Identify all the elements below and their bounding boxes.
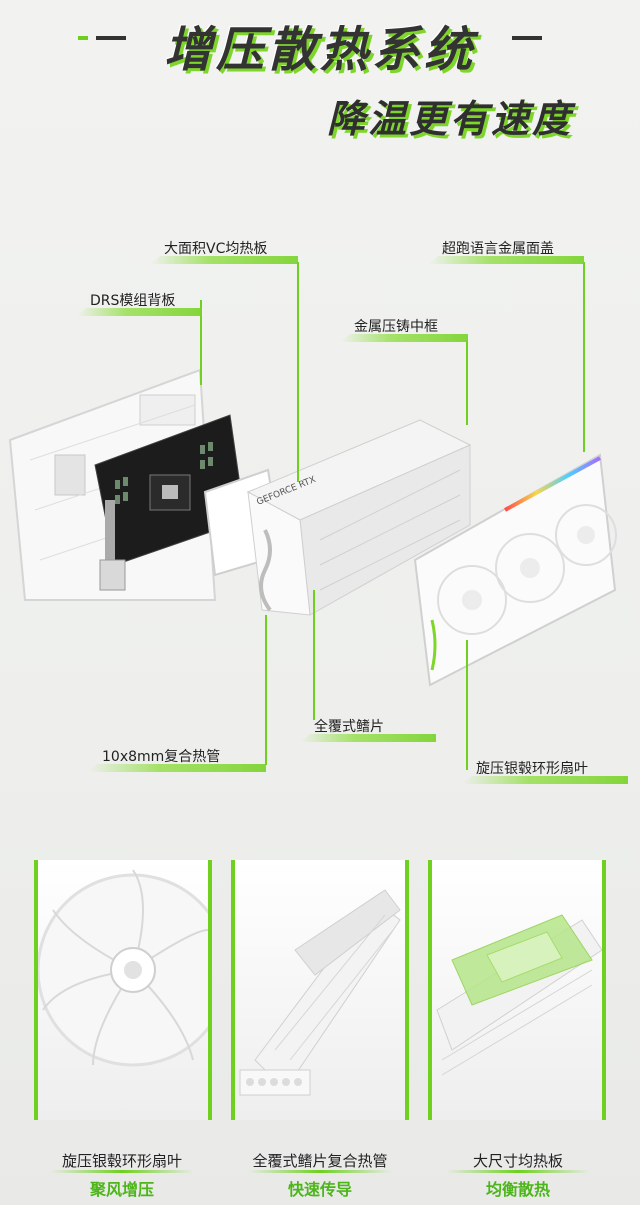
page-title: 增压散热系统 — [163, 22, 476, 78]
exploded-diagram: GEFORCE RTX — [8, 368, 617, 687]
feature-divider-fan — [50, 1170, 194, 1173]
page-subtitle: 降温更有速度 — [326, 97, 573, 141]
line-vc — [297, 262, 299, 482]
line-drs — [200, 300, 202, 385]
feature-sub-fins: 快速传导 — [287, 1180, 352, 1199]
feature-card-fan — [34, 860, 212, 1120]
callout-drs-backplate: DRS模组背板 — [76, 290, 202, 316]
callout-vc-plate: 大面积VC均热板 — [150, 238, 298, 264]
feature-label-fan: 旋压银毂环形扇叶 — [61, 1152, 182, 1170]
title-deco-right — [512, 36, 542, 40]
title-deco-left — [96, 36, 126, 40]
feature-divider-fins — [248, 1170, 392, 1173]
callout-metal-cover: 超跑语言金属面盖 — [428, 238, 584, 264]
line-cover — [583, 262, 585, 452]
callout-metal-frame: 金属压铸中框 — [340, 316, 468, 342]
feature-sub-vc: 均衡散热 — [485, 1180, 550, 1199]
title-deco-left-green — [78, 36, 88, 40]
callout-heatpipe: 10x8mm复合热管 — [88, 746, 266, 772]
feature-divider-vc — [446, 1170, 590, 1173]
feature-sub-fan: 聚风增压 — [89, 1180, 154, 1199]
vc-closeup-image — [436, 914, 602, 1076]
heatsink-illustration: GEFORCE RTX — [246, 419, 472, 616]
feature-card-vc — [428, 860, 606, 1120]
line-heatpipe — [265, 615, 267, 765]
feature-label-vc: 大尺寸均热板 — [472, 1152, 563, 1170]
line-fan — [466, 640, 468, 770]
feature-card-fins — [231, 860, 409, 1120]
fan-cover-illustration — [413, 453, 617, 687]
fins-closeup-image — [239, 889, 401, 1096]
line-fins — [313, 590, 315, 720]
callout-fan: 旋压银毂环形扇叶 — [462, 758, 628, 784]
line-frame — [466, 340, 468, 425]
feature-label-fins: 全覆式鳍片复合热管 — [252, 1152, 388, 1170]
fan-closeup-image — [38, 869, 208, 1067]
callout-fins: 全覆式鳍片 — [300, 716, 436, 742]
